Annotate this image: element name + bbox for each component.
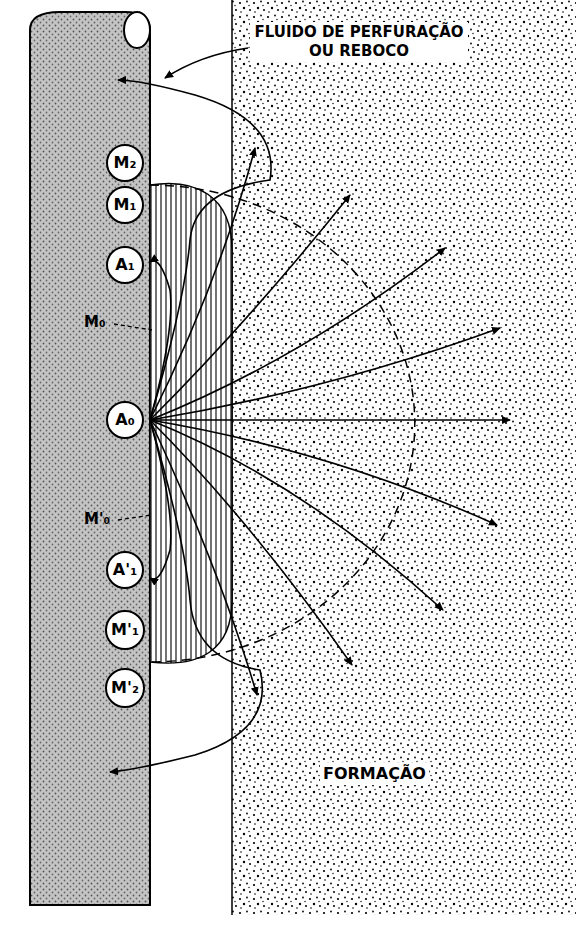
current-lines (110, 80, 510, 772)
electrode-label: M₁ (114, 197, 137, 213)
electrode-label: M'₂ (111, 680, 139, 696)
electrode-circle: M₂ (106, 144, 144, 182)
electrode-circle: M'₂ (105, 668, 145, 708)
fluid-label: FLUIDO DE PERFURAÇÃO OU REBOCO (250, 22, 468, 62)
electrode-circle: M₁ (106, 186, 144, 224)
electrode-label: A₁ (115, 257, 134, 273)
electrode-circle: A'₁ (106, 551, 144, 589)
electrode-circle: M'₁ (105, 610, 145, 650)
focused-zone (150, 184, 232, 664)
leader-line (165, 48, 248, 78)
formation (232, 0, 576, 915)
electrode-label: M'₀ (84, 510, 110, 529)
leader-line (118, 515, 152, 520)
formation-label: FORMAÇÃO (320, 763, 429, 785)
electrode-label: A₀ (115, 412, 134, 428)
electrode-label: M₂ (114, 155, 137, 171)
electrode-circle: A₁ (106, 246, 144, 284)
electrode-label: M₀ (84, 313, 106, 332)
tool-pad (30, 12, 150, 905)
leader-line (114, 324, 152, 330)
electrode-circle: A₀ (106, 401, 144, 439)
electrode-label: A'₁ (113, 562, 137, 578)
electrode-label: M'₁ (111, 622, 139, 638)
